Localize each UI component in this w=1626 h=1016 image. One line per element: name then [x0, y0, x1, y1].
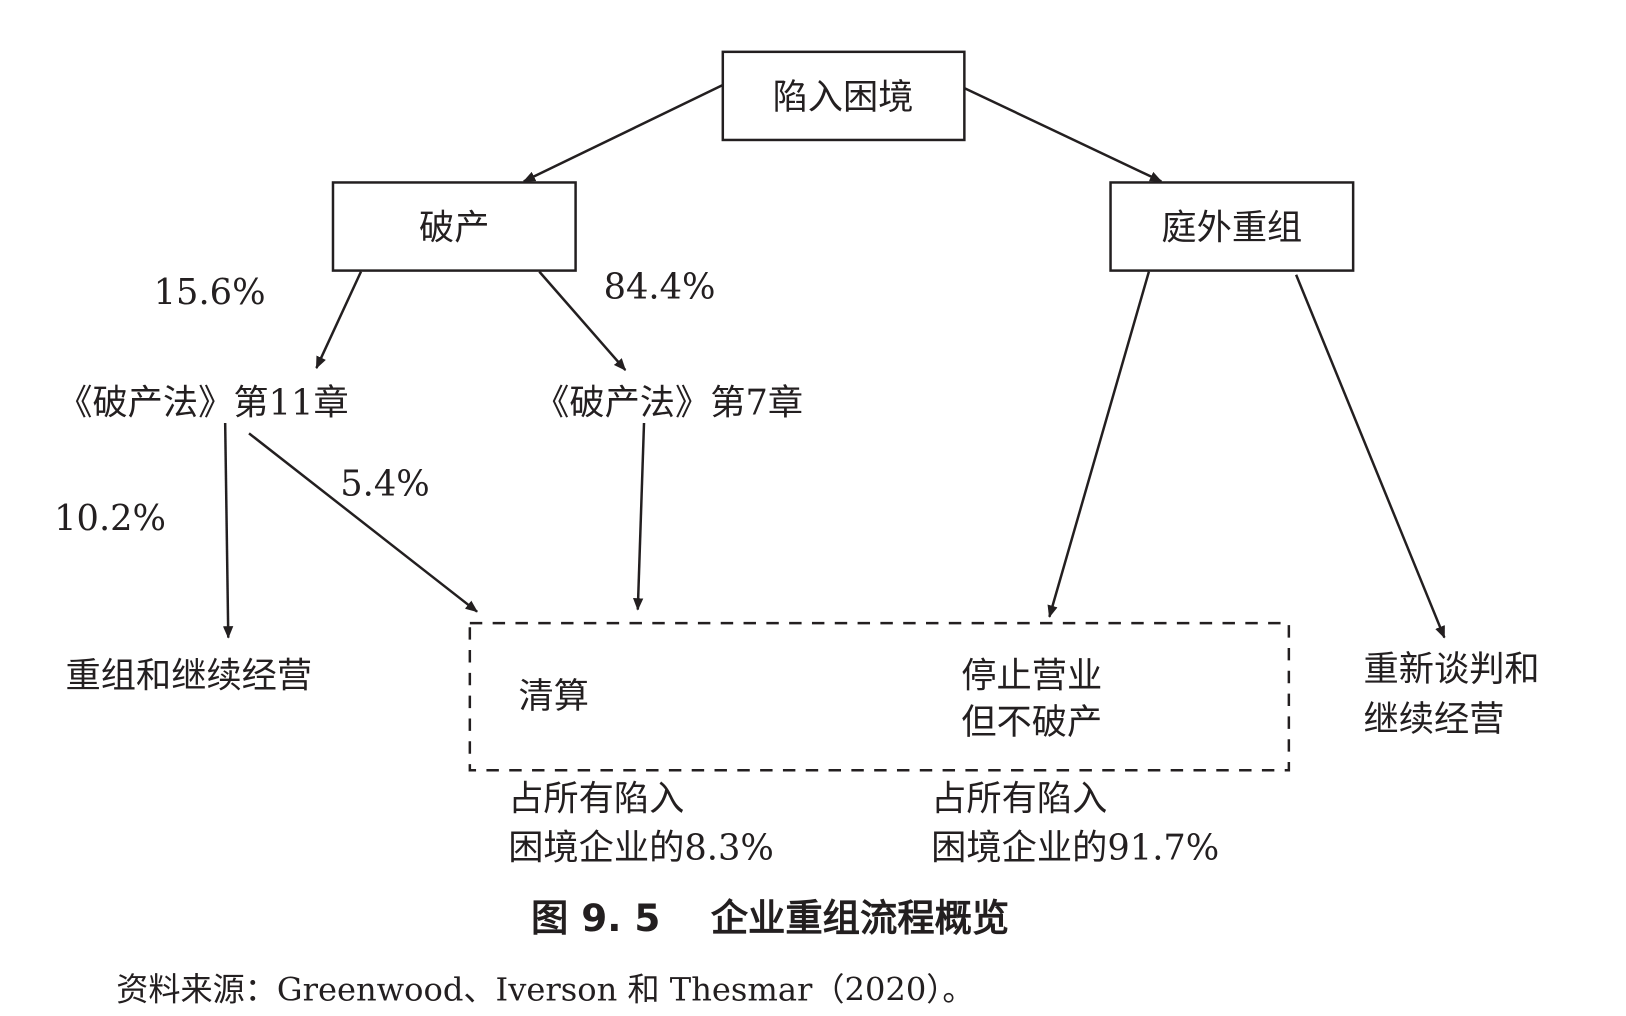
arrows [222, 83, 1446, 639]
node-liquidation: 清算 [519, 676, 589, 717]
node-distress: 陷入困境 [773, 77, 914, 118]
arrow-outofcourt-to-cease [1047, 271, 1151, 618]
node-chapter11: 《破产法》第11章 [57, 383, 348, 424]
node-reorganize: 重组和继续经营 [66, 655, 313, 696]
arrow-outofcourt-to-renegotiate [1294, 274, 1446, 639]
arrow-distress-to-outofcourt [963, 86, 1163, 183]
left-note-line1: 占所有陷入 [508, 779, 684, 820]
box-bankruptcy [331, 181, 577, 272]
node-cease-line1: 停止营业 [961, 655, 1102, 696]
right-note-line1: 占所有陷入 [931, 779, 1107, 820]
node-bankruptcy: 破产 [419, 207, 489, 248]
node-renegotiate-line1: 重新谈判和 [1364, 649, 1540, 690]
arrow-bankruptcy-to-ch7 [538, 270, 627, 371]
node-chapter7: 《破产法》第7章 [534, 383, 803, 424]
node-renegotiate-line2: 继续经营 [1364, 699, 1505, 740]
label-pct-ch11: 15.6% [154, 272, 266, 313]
label-pct-ch7: 84.4% [604, 267, 716, 308]
figure-caption: 图 9. 5 企业重组流程概览 [531, 896, 1009, 940]
node-cease-line2: 但不破产 [961, 702, 1102, 743]
label-pct-ch11-liq: 5.4% [340, 464, 430, 505]
arrow-distress-to-bankruptcy [522, 83, 724, 183]
arrow-ch11-to-reorganize [222, 422, 234, 639]
box-distress [721, 50, 966, 142]
right-note-line2: 困境企业的91.7% [931, 827, 1219, 868]
source-note: 资料来源：Greenwood、Iverson 和 Thesmar（2020）。 [116, 970, 974, 1008]
arrow-ch11-to-liquidation [248, 432, 478, 613]
box-out-of-court [1109, 181, 1355, 272]
label-pct-reorg: 10.2% [54, 498, 166, 539]
outcome-dashed-box [468, 621, 1291, 772]
node-out-of-court: 庭外重组 [1161, 207, 1302, 248]
arrow-bankruptcy-to-ch11 [315, 271, 363, 369]
arrow-ch7-to-liquidation [632, 422, 646, 611]
left-note-line2: 困境企业的8.3% [508, 827, 774, 868]
